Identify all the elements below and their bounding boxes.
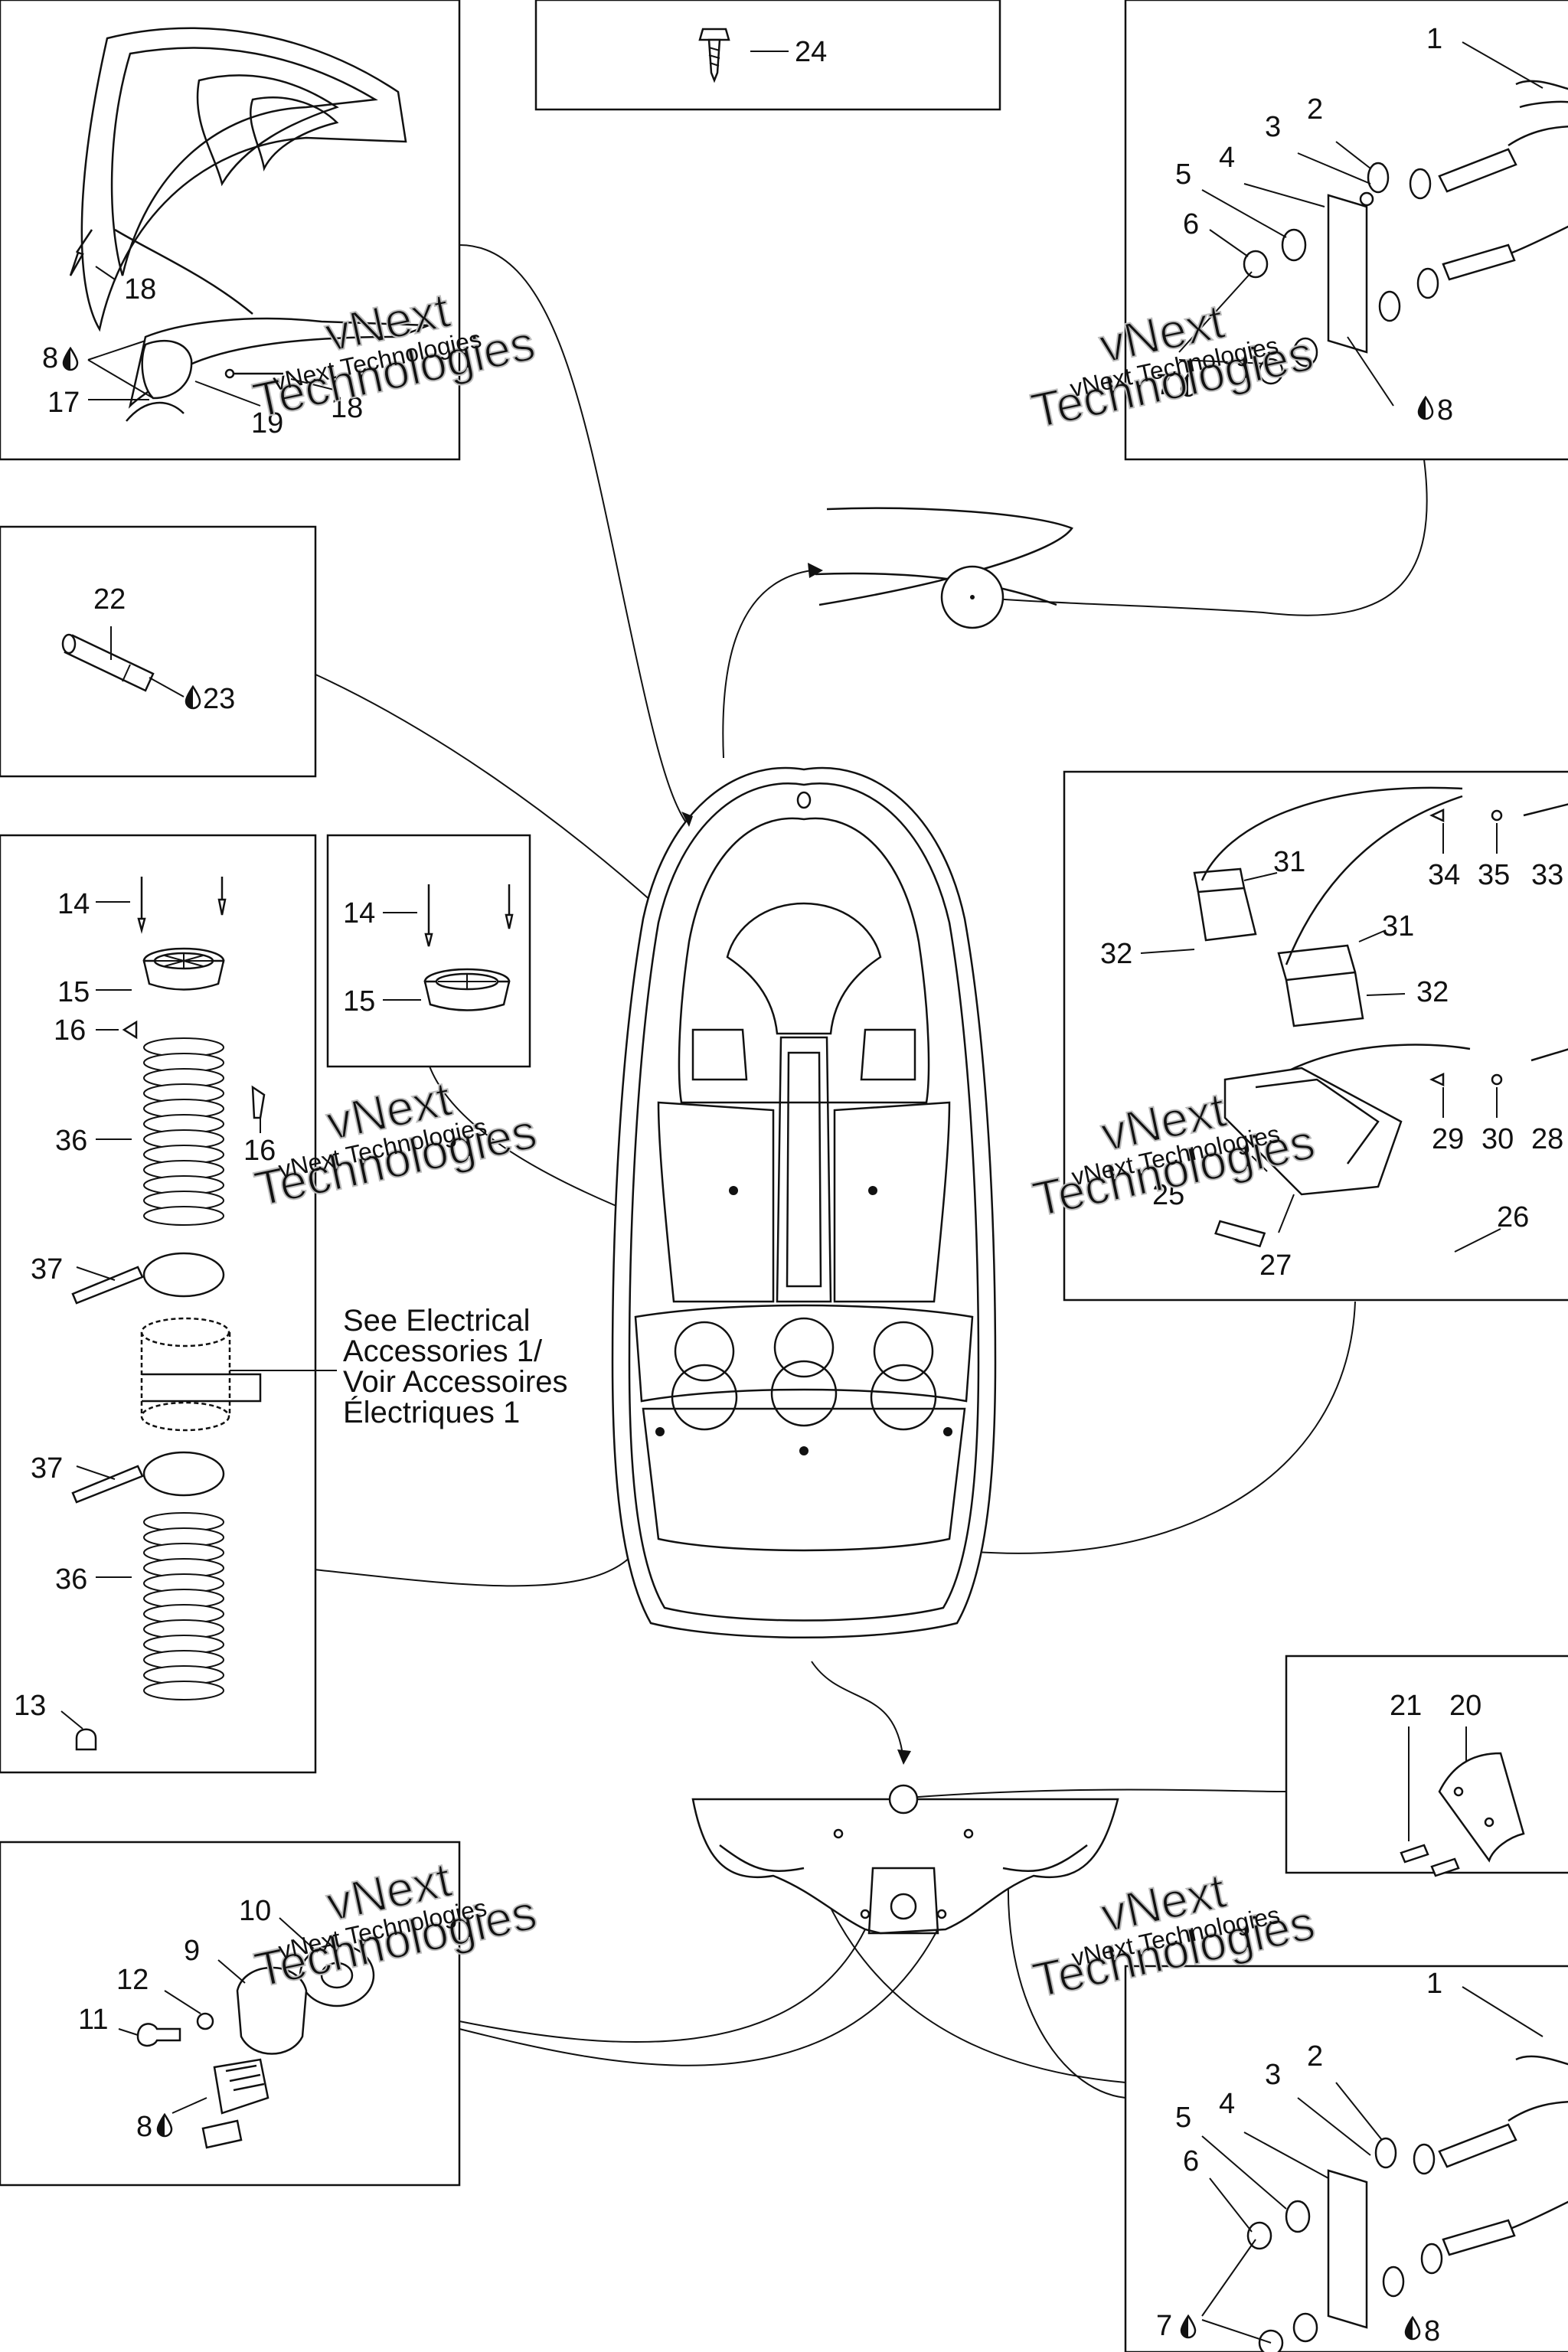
callout-26: 26 — [1497, 1201, 1529, 1233]
callout-2: 2 — [1307, 93, 1323, 126]
callout-4: 4 — [1219, 2088, 1235, 2120]
callout-9: 9 — [184, 1935, 200, 1967]
callout-8: 8 — [136, 2111, 152, 2143]
electrical-reference-note: See Electrical Accessories 1/ Voir Acces… — [230, 1304, 567, 1429]
connector-lines — [313, 244, 1428, 2099]
panel-handle-bottom: 1 2 3 4 5 6 7 8 — [1124, 1965, 1568, 2352]
callout-14: 14 — [57, 888, 90, 920]
panel-vent-hoses: 14 15 16 36 16 37 37 36 13 — [0, 834, 317, 1774]
callout-7: 7 — [1156, 2310, 1172, 2342]
callout-20: 20 — [1449, 1690, 1481, 1722]
rivets-14 — [137, 877, 227, 934]
callout-34: 34 — [1428, 859, 1460, 891]
callout-1: 1 — [1426, 23, 1442, 55]
callout-17: 17 — [47, 387, 80, 419]
callout-36: 36 — [55, 1125, 87, 1157]
callout-29: 29 — [1432, 1123, 1464, 1155]
panel-drain-plug: 10 9 12 11 8 — [0, 1841, 461, 2187]
washers-and-nuts — [1243, 162, 1439, 385]
screw-13 — [75, 1728, 97, 1751]
callout-16b: 16 — [243, 1135, 276, 1167]
note-line-3: Voir Accessoires — [343, 1365, 567, 1399]
callout-3: 3 — [1265, 2059, 1281, 2091]
rear-transom — [691, 1784, 1119, 1935]
note-line-1: See Electrical — [343, 1304, 531, 1338]
callout-16: 16 — [54, 1014, 86, 1047]
panel-screw-24: 24 — [534, 0, 1001, 111]
rivet-18 — [69, 229, 93, 276]
callout-3: 3 — [1265, 111, 1281, 143]
callout-4: 4 — [1219, 142, 1235, 174]
callout-6: 6 — [1183, 208, 1199, 240]
callout-24: 24 — [795, 36, 827, 68]
panel-front-nose: 18 8 17 19 18 — [0, 0, 461, 461]
callout-7: 7 — [1156, 369, 1172, 401]
panel-handle-top: 1 2 3 4 5 6 7 8 — [1124, 0, 1568, 461]
callout-14: 14 — [343, 897, 375, 929]
callout-12: 12 — [116, 1964, 149, 1996]
callout-2: 2 — [1307, 2040, 1323, 2073]
hull-nose-drawing — [80, 27, 430, 422]
callout-5: 5 — [1175, 158, 1191, 191]
callout-31: 31 — [1273, 846, 1305, 878]
arrows — [681, 563, 911, 1765]
callout-21: 21 — [1390, 1690, 1422, 1722]
tube-drawing — [61, 633, 155, 692]
note-line-4: Électriques 1 — [343, 1395, 520, 1429]
callout-19: 19 — [251, 407, 283, 439]
callout-28: 28 — [1531, 1123, 1563, 1155]
clamp-37-lower — [71, 1451, 225, 1504]
vent-cap-15 — [142, 947, 225, 991]
callout-32: 32 — [1100, 938, 1132, 970]
panel-vent-small: 14 15 — [326, 834, 531, 1068]
callout-32b: 32 — [1416, 976, 1449, 1008]
callout-1: 1 — [1426, 1968, 1442, 2000]
grab-handle-drawing — [1327, 80, 1568, 354]
callout-11: 11 — [78, 2004, 108, 2036]
hull-top-view — [611, 766, 997, 1638]
electrical-module-drawing — [140, 1317, 262, 1432]
grab-handle-drawing-bottom — [1327, 2055, 1568, 2329]
callout-33: 33 — [1531, 859, 1563, 891]
callout-25: 25 — [1152, 1179, 1184, 1211]
callout-35: 35 — [1478, 859, 1510, 891]
callout-36b: 36 — [55, 1563, 87, 1596]
callout-6: 6 — [1183, 2145, 1199, 2177]
callout-37b: 37 — [31, 1452, 63, 1485]
panel-rear-cover: 21 20 — [1285, 1655, 1568, 1877]
drain-plug-drawing — [136, 1943, 375, 2149]
rivet-19 — [224, 368, 283, 379]
callout-18: 18 — [124, 273, 156, 305]
storage-bins — [1193, 786, 1568, 1248]
callout-8: 8 — [42, 342, 58, 374]
fairing-detail — [815, 507, 1073, 629]
watermark-large: vNext — [1095, 293, 1229, 373]
callout-30: 30 — [1481, 1123, 1514, 1155]
callout-13: 13 — [14, 1690, 46, 1722]
callout-15: 15 — [57, 976, 90, 1008]
watermark-large: vNext — [320, 283, 454, 362]
callout-8: 8 — [1424, 2315, 1440, 2347]
callout-27: 27 — [1259, 1250, 1292, 1282]
callout-10: 10 — [239, 1895, 271, 1927]
panel-storage: 31 31 32 32 34 35 33 29 30 28 25 27 26 — [1063, 770, 1568, 1302]
callout-18b: 18 — [331, 392, 363, 424]
screw-16 — [122, 1020, 138, 1040]
screw-icon — [698, 28, 730, 83]
callout-37: 37 — [31, 1253, 63, 1285]
note-line-2: Accessories 1/ — [343, 1334, 543, 1368]
callout-23: 23 — [203, 683, 235, 715]
callout-22: 22 — [93, 583, 126, 616]
callout-5: 5 — [1175, 2102, 1191, 2134]
callout-8: 8 — [1437, 394, 1453, 426]
clamp-37-upper — [71, 1252, 225, 1305]
callout-15: 15 — [343, 985, 375, 1018]
washers-and-nuts-bottom — [1246, 2137, 1443, 2352]
callout-31b: 31 — [1382, 910, 1414, 942]
panel-tube: 22 23 — [0, 525, 317, 778]
